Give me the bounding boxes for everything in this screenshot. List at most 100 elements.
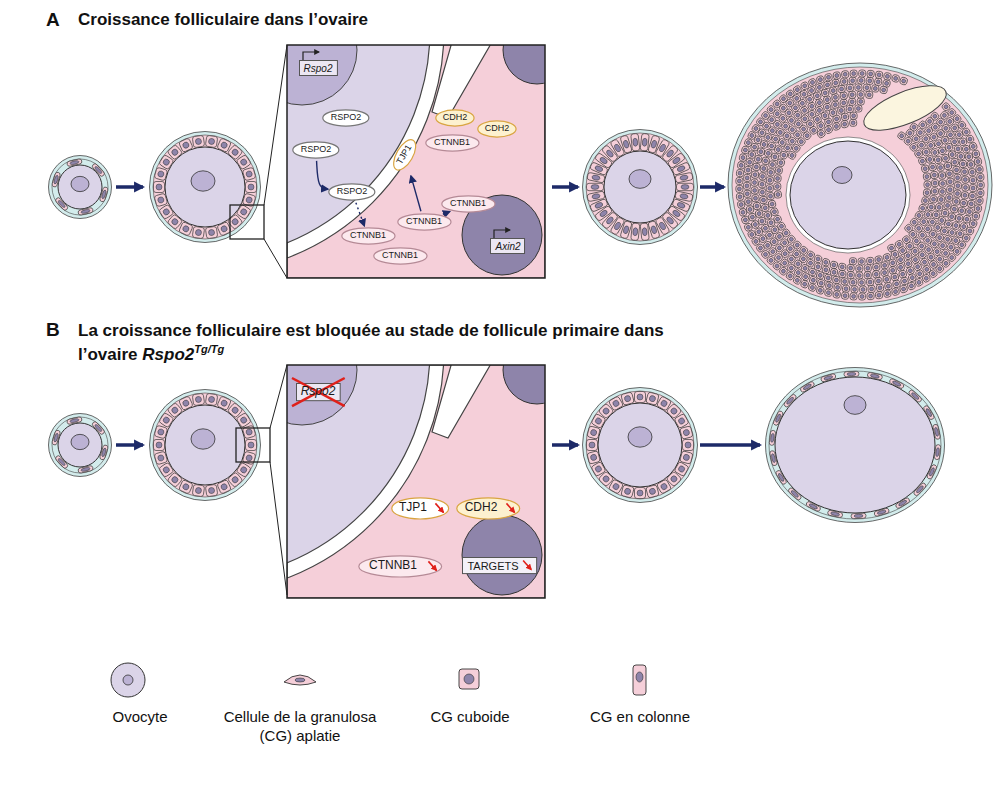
- node-label: CTNNB1: [434, 138, 470, 148]
- cell-nucleus: [925, 408, 932, 417]
- granulosa-cell: [875, 71, 883, 79]
- cell-body: [950, 158, 959, 167]
- node-label: Rspo2: [304, 63, 333, 74]
- granulosa-cell: [192, 135, 204, 147]
- granulosa-cell: [842, 285, 850, 293]
- cell-body: [746, 205, 755, 214]
- cell-nucleus: [760, 236, 766, 242]
- cell-body: [872, 263, 880, 271]
- granulosa-cell: [874, 277, 882, 285]
- cell-nucleus: [793, 105, 799, 111]
- granulosa-cell: [913, 482, 927, 496]
- cell-body: [766, 185, 773, 192]
- cell-nucleus: [801, 248, 807, 254]
- cell-nucleus: [748, 207, 753, 212]
- cell-body: [246, 440, 257, 451]
- cell-body: [864, 271, 871, 278]
- granulosa-cell: [205, 226, 217, 238]
- cell-nucleus: [182, 225, 190, 233]
- cell-nucleus: [884, 255, 889, 260]
- granulosa-cell: [773, 410, 784, 426]
- target-box: TARGETS: [462, 557, 537, 574]
- cell-nucleus: [642, 138, 648, 146]
- granulosa-cell: [242, 451, 256, 465]
- cell-nucleus: [943, 260, 949, 266]
- zona-pellucida: [786, 137, 910, 253]
- node-label: CTNNB1: [350, 231, 386, 241]
- oocyte-nucleus: [71, 176, 89, 191]
- cell-body: [800, 279, 809, 288]
- cell-nucleus: [825, 105, 830, 110]
- cell-nucleus: [787, 273, 793, 279]
- granulosa-cell: [154, 451, 168, 465]
- cell-nucleus: [851, 294, 855, 298]
- cell-body: [858, 279, 865, 286]
- oval-outline: [392, 497, 449, 518]
- cell-nucleus: [649, 395, 656, 402]
- cell-nucleus: [768, 178, 772, 182]
- cell-body: [977, 182, 984, 189]
- granulosa-cell: [934, 444, 941, 459]
- node-label: Rspo2: [301, 385, 336, 398]
- granulosa-cell: [956, 152, 965, 161]
- cell-nucleus: [195, 396, 202, 403]
- cell-nucleus: [240, 416, 248, 424]
- granulosa-cell: [154, 425, 168, 439]
- cell-nucleus: [802, 83, 807, 88]
- intercellular-cleft: [432, 45, 492, 118]
- cell-nucleus: [775, 176, 779, 180]
- granulosa-cell: [815, 106, 824, 115]
- cell-nucleus: [851, 259, 855, 263]
- cell-nucleus: [660, 399, 668, 407]
- stage-arrow: [116, 185, 143, 189]
- cell-body: [736, 185, 743, 192]
- cell-body: [761, 204, 770, 213]
- cell-nucleus: [943, 250, 949, 256]
- cell-body: [937, 195, 945, 203]
- cell-nucleus: [801, 91, 806, 96]
- cell-body: [217, 222, 232, 237]
- cell-nucleus: [937, 266, 943, 272]
- cell-body: [849, 77, 856, 84]
- cell-nucleus: [677, 465, 685, 473]
- cell-nucleus: [786, 396, 794, 405]
- follicle: [583, 130, 698, 245]
- cell-nucleus: [967, 228, 972, 233]
- oocyte: [165, 147, 245, 227]
- cell-nucleus: [605, 149, 614, 158]
- cell-nucleus: [57, 200, 65, 209]
- legend-text: CG cuboide: [400, 708, 540, 727]
- follicle: [49, 156, 112, 219]
- cell-nucleus: [809, 503, 818, 510]
- cell-nucleus: [676, 201, 685, 209]
- cell-nucleus: [794, 96, 800, 102]
- theca-layer: [583, 130, 698, 245]
- cell-nucleus: [900, 272, 905, 277]
- cell-nucleus: [952, 160, 957, 165]
- cell-nucleus: [231, 148, 239, 156]
- cell-nucleus: [672, 209, 681, 218]
- cell-nucleus: [746, 225, 751, 230]
- cell-body: [841, 70, 849, 78]
- cell-body: [205, 135, 217, 147]
- cell-nucleus: [931, 197, 936, 202]
- cell-nucleus: [599, 156, 608, 165]
- cell-nucleus: [789, 153, 794, 158]
- node-label: Axin2: [495, 241, 520, 252]
- cell-body: [745, 158, 753, 166]
- cell-body: [855, 84, 862, 91]
- cell-body: [793, 85, 803, 95]
- granulosa-cell: [926, 464, 937, 480]
- cell-nucleus: [866, 266, 870, 270]
- granulosa-cell: [635, 488, 646, 499]
- flat-cell-icon-nucleus: [295, 678, 305, 682]
- cell-nucleus: [940, 189, 944, 193]
- cell-nucleus: [898, 257, 903, 262]
- cell-body: [736, 177, 743, 184]
- cell-body: [192, 393, 204, 405]
- cell-nucleus: [743, 147, 748, 152]
- cell-nucleus: [680, 193, 689, 199]
- theca-layer: [150, 132, 261, 243]
- cell-body: [99, 444, 108, 460]
- cell-nucleus: [602, 475, 610, 483]
